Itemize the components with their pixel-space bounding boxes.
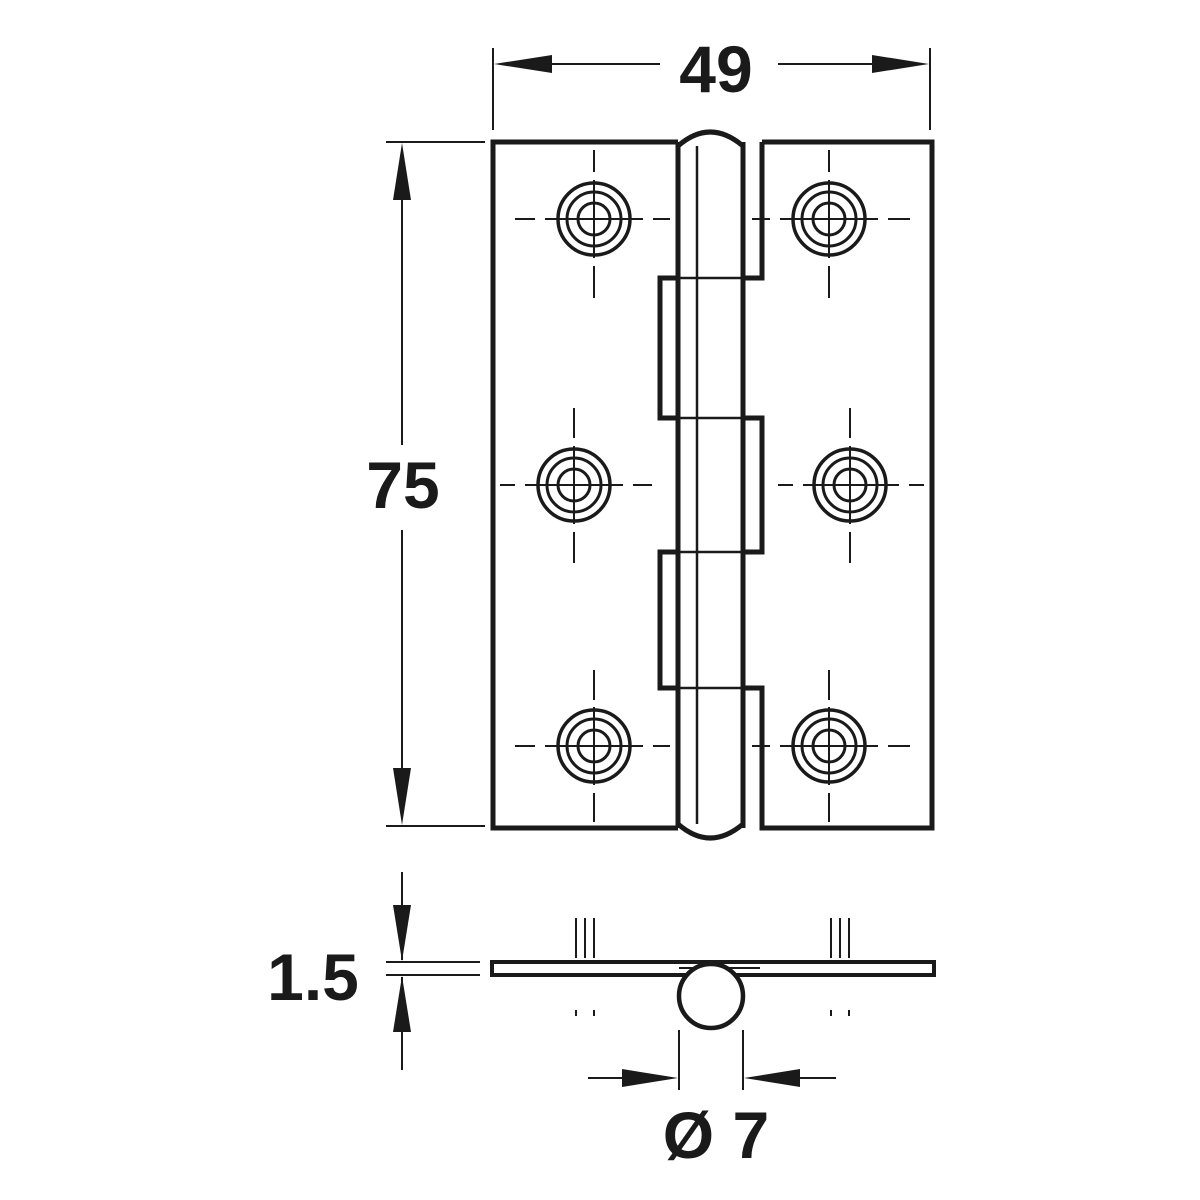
height-label: 75 <box>366 448 439 522</box>
thickness-arrow-top <box>393 905 411 961</box>
hinge-side-view <box>490 918 936 1031</box>
screw-hole-left-middle <box>500 408 652 563</box>
pin-diameter-dimension: Ø 7 <box>588 1030 836 1172</box>
diameter-arrow-right <box>744 1069 800 1087</box>
hinge-front-view <box>490 129 935 841</box>
knuckle-cap-bottom <box>676 822 745 841</box>
width-dimension: 49 <box>492 32 931 130</box>
screw-hole-left-top <box>515 150 670 298</box>
thickness-label: 1.5 <box>267 940 359 1014</box>
thickness-dimension: 1.5 <box>267 872 480 1070</box>
right-leaf-knuckle-notch-top <box>743 142 765 281</box>
height-arrow-top <box>393 143 411 200</box>
right-leaf-outline <box>743 139 935 831</box>
width-arrow-left <box>494 55 552 73</box>
pin-diameter-label: Ø 7 <box>663 1098 769 1172</box>
screw-hole-left-bottom <box>515 670 670 822</box>
screw-hole-right-top <box>752 150 910 298</box>
thickness-arrow-bottom <box>393 976 411 1032</box>
height-arrow-bottom <box>393 768 411 825</box>
height-dimension: 75 <box>366 141 485 827</box>
knuckle-barrel <box>675 142 746 828</box>
side-view-pin-barrel <box>676 961 746 1031</box>
screw-hole-right-bottom <box>752 670 910 822</box>
left-leaf-outline <box>490 139 678 831</box>
diameter-arrow-left <box>622 1069 678 1087</box>
width-arrow-right <box>872 55 929 73</box>
width-label: 49 <box>679 32 752 106</box>
screw-hole-right-middle <box>778 408 924 563</box>
right-leaf-knuckle-notch-middle <box>743 415 765 555</box>
left-knuckle-tab-lower <box>657 549 678 691</box>
left-knuckle-tab-upper <box>657 275 678 421</box>
knuckle-cap-top <box>676 129 745 148</box>
